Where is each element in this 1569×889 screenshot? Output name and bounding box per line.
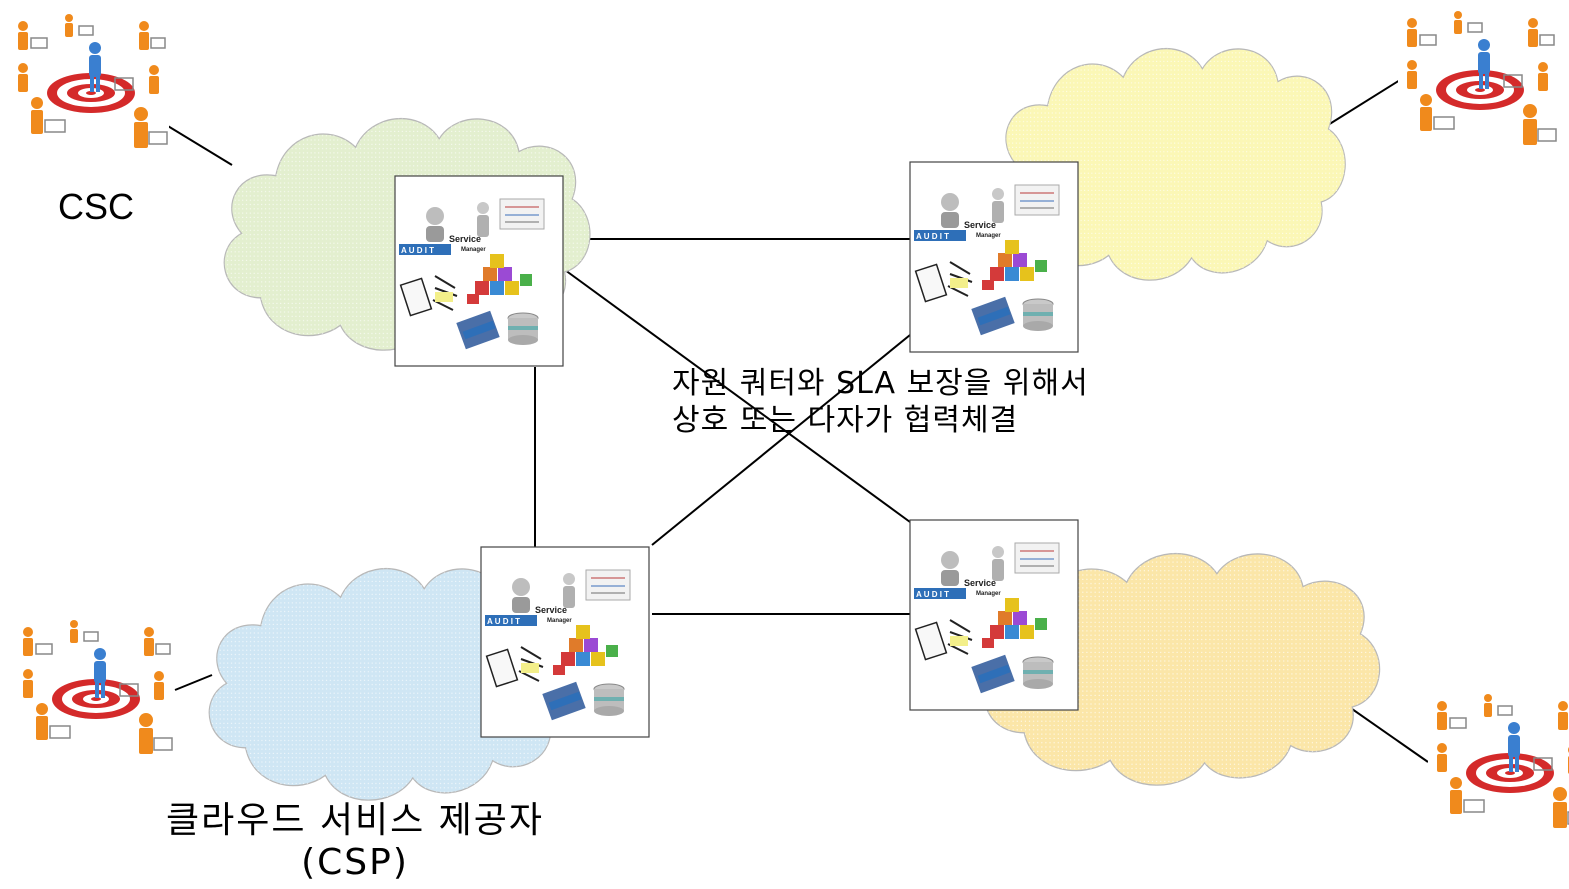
manager-label: Manager — [461, 247, 486, 253]
customer-icon-top-right — [1397, 4, 1559, 161]
link-bl-customer — [174, 674, 213, 691]
provider-node-top-left: A U D I T Service Manager — [394, 175, 564, 367]
link-tl-br — [564, 269, 911, 523]
provider-node-top-right: A U D I T Service Manager — [909, 161, 1079, 353]
csp-line-1: 클라우드 서비스 제공자 — [165, 800, 545, 841]
manager-label: Manager — [547, 618, 572, 624]
provider-node-bottom-right: A U D I T Service Manager — [909, 519, 1079, 711]
provider-node-bottom-left: A U D I T Service Manager — [480, 546, 650, 738]
link-tr-customer — [1327, 79, 1401, 126]
connector-lines — [157, 79, 1429, 763]
csp-caption: 클라우드 서비스 제공자 (CSP) — [150, 800, 560, 884]
service-label: Service — [964, 220, 996, 230]
manager-label: Manager — [976, 233, 1001, 239]
link-csc-tl — [157, 119, 233, 166]
csc-label: CSC — [58, 186, 135, 227]
service-label: Service — [964, 578, 996, 588]
customer-icon-bottom-left — [13, 613, 175, 770]
service-label: Service — [535, 605, 567, 615]
audit-label: A U D I T — [916, 590, 949, 599]
audit-label: A U D I T — [916, 232, 949, 241]
customer-icon-bottom-right — [1427, 687, 1569, 844]
audit-label: A U D I T — [487, 617, 520, 626]
customer-icon-top-left — [8, 7, 170, 164]
agreement-line-2: 상호 또는 다자가 협력체결 — [672, 403, 1019, 438]
csp-line-2: (CSP) — [301, 842, 409, 883]
service-label: Service — [449, 234, 481, 244]
audit-label: A U D I T — [401, 246, 434, 255]
agreement-caption: 자원 쿼터와 SLA 보장을 위해서 상호 또는 다자가 협력체결 — [672, 365, 1089, 439]
link-bl-tr — [651, 334, 911, 546]
agreement-line-1: 자원 쿼터와 SLA 보장을 위해서 — [672, 366, 1089, 401]
manager-label: Manager — [976, 591, 1001, 597]
